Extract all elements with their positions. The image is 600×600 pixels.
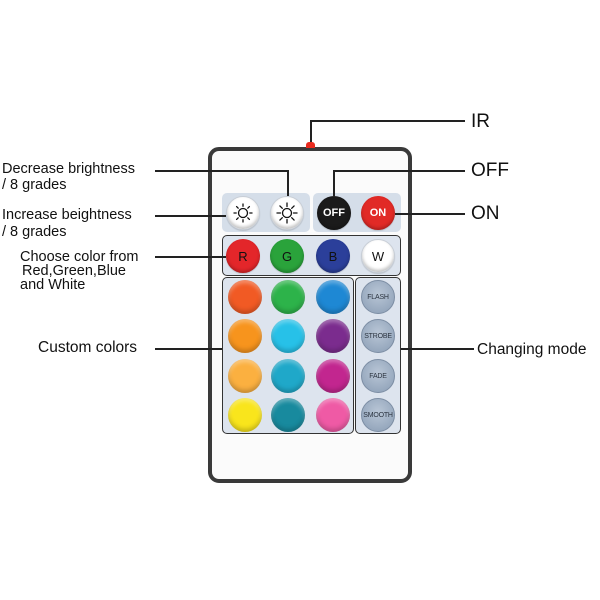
ir-label: IR (471, 111, 490, 132)
strobe-mode-button[interactable]: STROBE (361, 319, 395, 353)
off-label: OFF (471, 160, 509, 181)
red-button[interactable]: R (226, 239, 260, 273)
increase-leader (155, 215, 226, 217)
decrease-label-line1: Decrease brightness (2, 161, 135, 177)
choose-leader (155, 256, 226, 258)
custom-color-button[interactable] (316, 280, 350, 314)
off-leader-h (333, 170, 465, 172)
choose-label-line1: Choose color from (20, 249, 139, 265)
fade-mode-button[interactable]: FADE (361, 359, 395, 393)
decrease-leader-v (287, 170, 289, 196)
ir-leader-h (310, 120, 465, 122)
ir-leader-v (310, 120, 312, 142)
decrease-label-line2: / 8 grades (2, 177, 67, 193)
custom-color-button[interactable] (228, 280, 262, 314)
increase-label-line1: Increase beightness (2, 207, 132, 223)
white-button[interactable]: W (361, 239, 395, 273)
off-button[interactable]: OFF (317, 196, 351, 230)
decrease-brightness-button[interactable] (226, 196, 260, 230)
custom-color-button[interactable] (271, 398, 305, 432)
increase-brightness-button[interactable] (270, 196, 304, 230)
custom-color-button[interactable] (228, 319, 262, 353)
custom-color-button[interactable] (228, 359, 262, 393)
custom-color-button[interactable] (271, 280, 305, 314)
ir-emitter (306, 142, 315, 148)
custom-color-button[interactable] (228, 398, 262, 432)
flash-mode-button[interactable]: FLASH (361, 280, 395, 314)
off-leader-v (333, 170, 335, 196)
custom-colors-label: Custom colors (38, 339, 138, 356)
custom-color-button[interactable] (316, 398, 350, 432)
sun-bright-icon (276, 202, 298, 224)
smooth-mode-button[interactable]: SMOOTH (361, 398, 395, 432)
custom-color-button[interactable] (271, 359, 305, 393)
on-label: ON (471, 203, 500, 224)
choose-label-line2: Red,Green,Blue (22, 263, 126, 279)
increase-label-line2: / 8 grades (2, 224, 67, 240)
mode-leader (401, 348, 474, 350)
decrease-leader-h (155, 170, 288, 172)
custom-color-button[interactable] (316, 319, 350, 353)
custom-leader (155, 348, 222, 350)
on-leader (395, 213, 465, 215)
blue-button[interactable]: B (316, 239, 350, 273)
custom-color-button[interactable] (316, 359, 350, 393)
changing-mode-label: Changing mode (477, 341, 587, 358)
green-button[interactable]: G (270, 239, 304, 273)
choose-label-line3: and White (20, 277, 86, 293)
on-button[interactable]: ON (361, 196, 395, 230)
sun-dim-icon (233, 203, 253, 223)
custom-color-button[interactable] (271, 319, 305, 353)
